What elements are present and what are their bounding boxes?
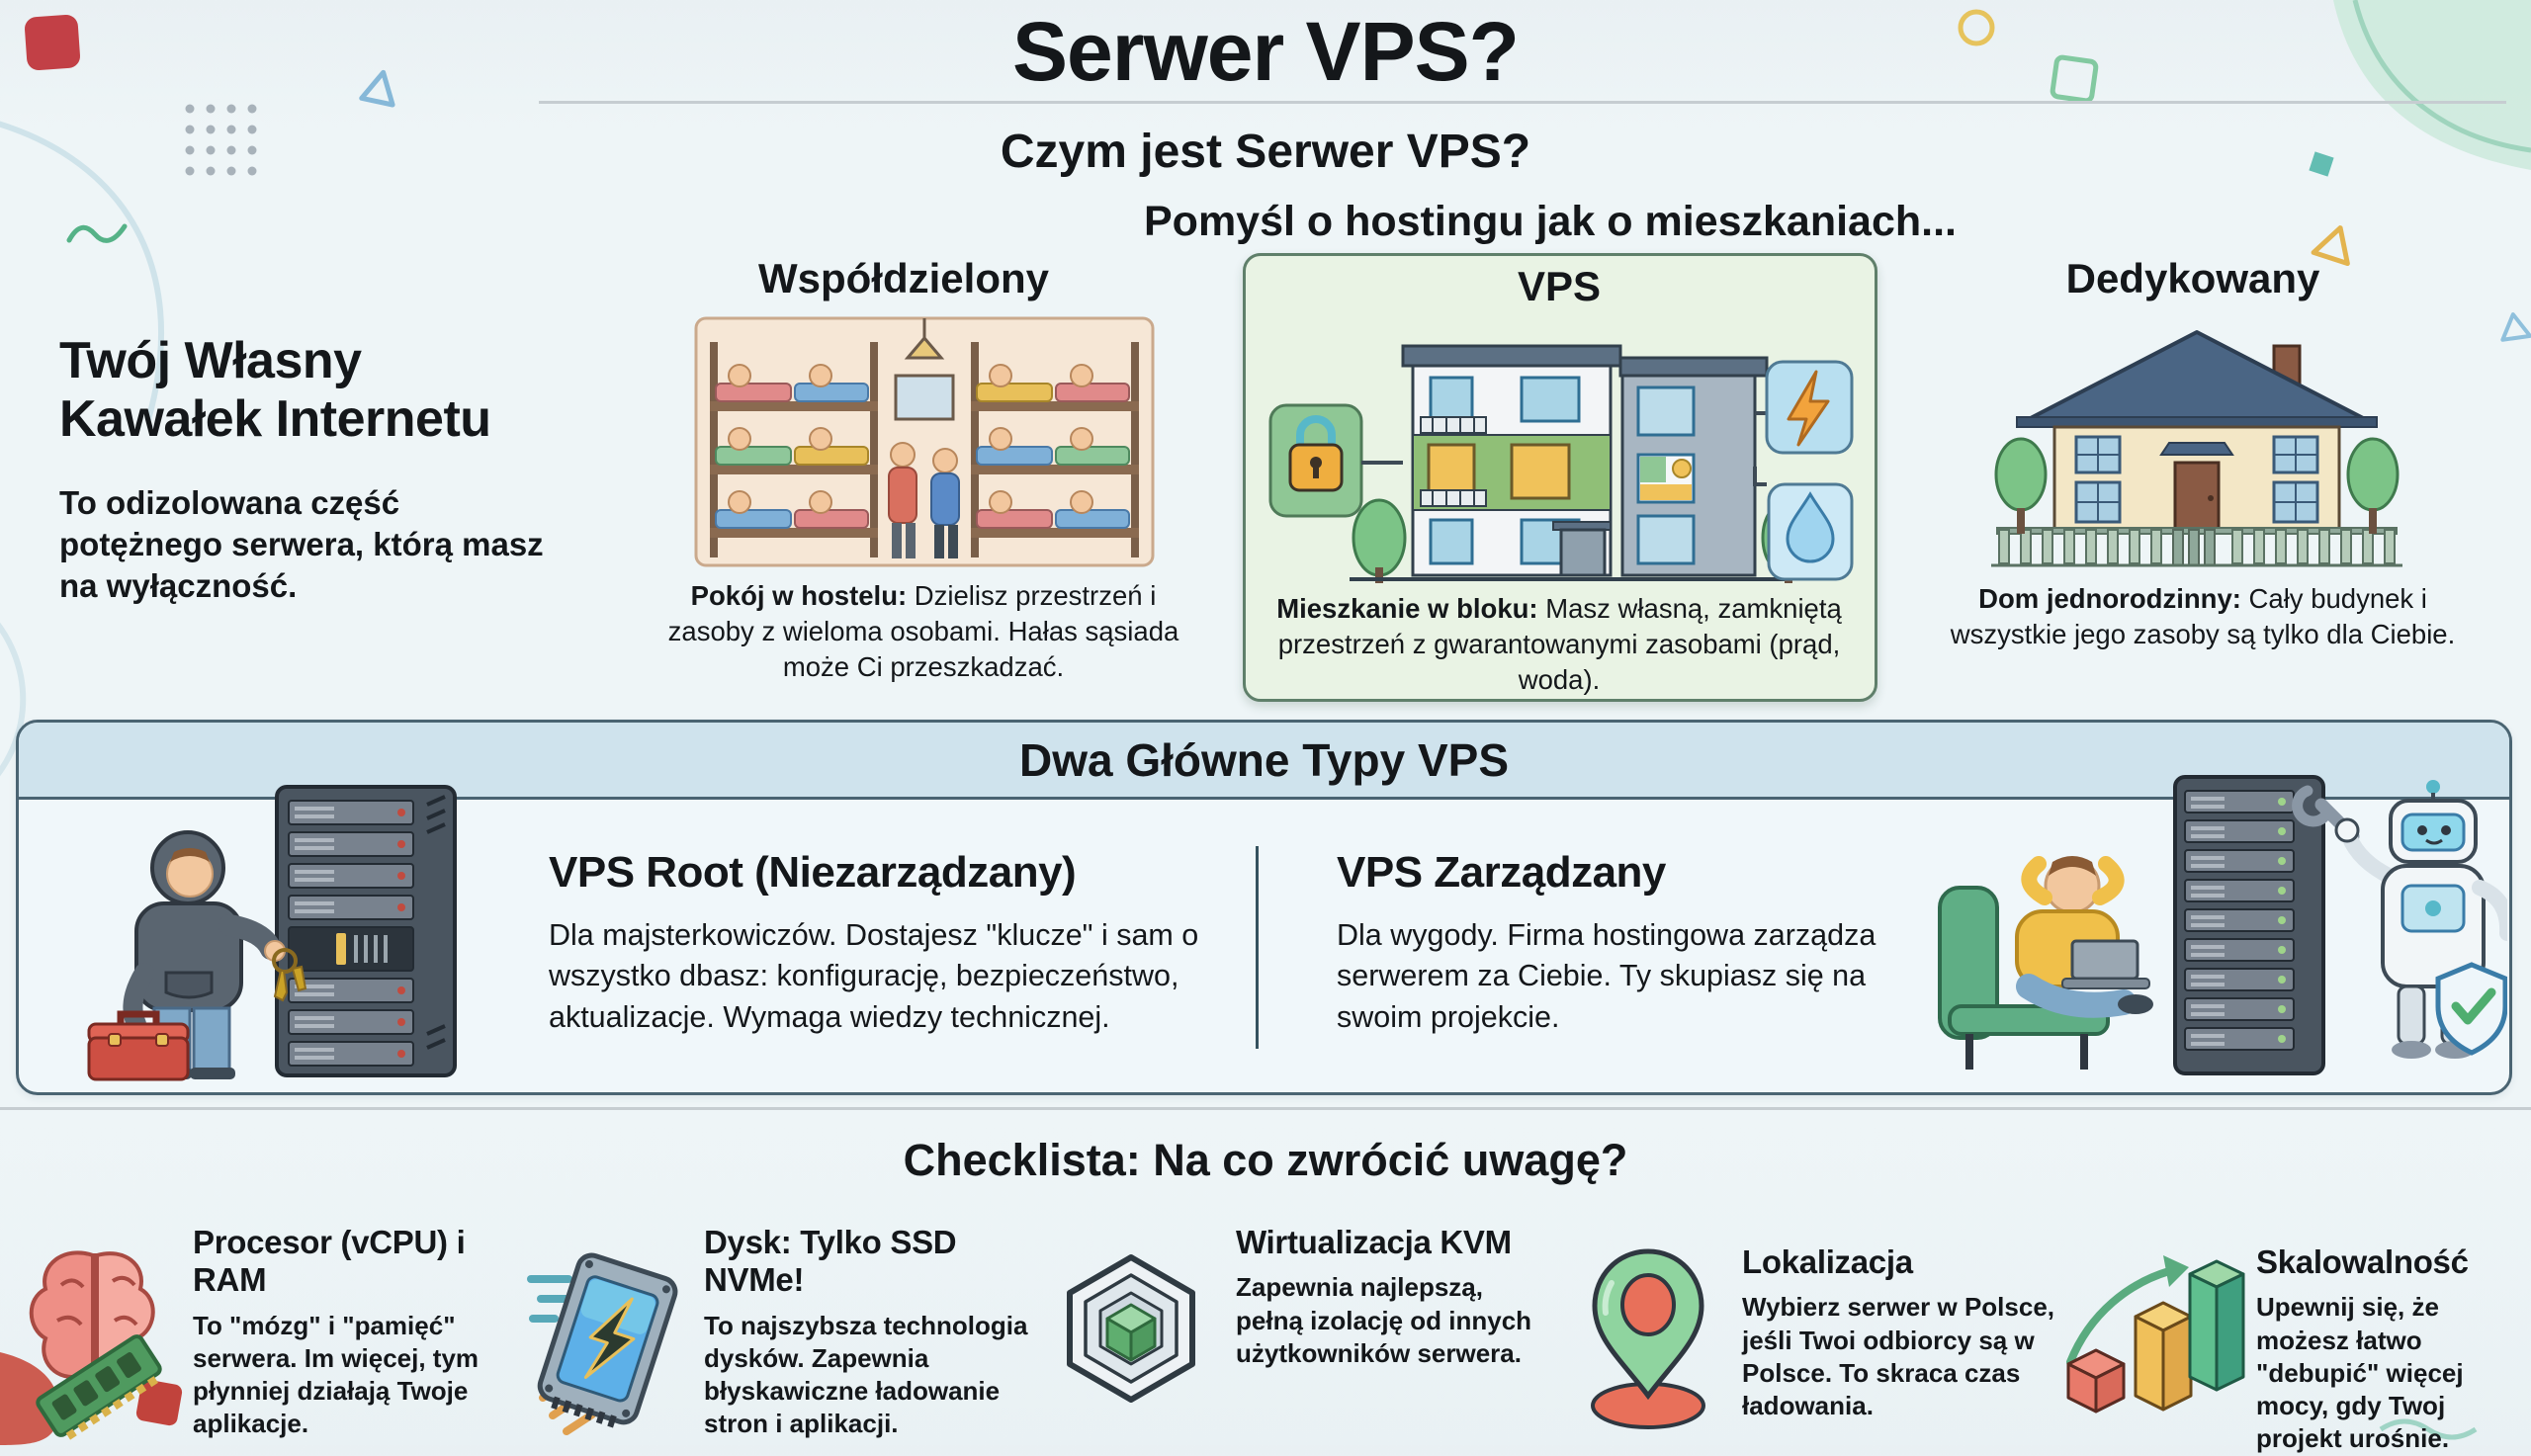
left-wave-decoration [0, 622, 27, 777]
bottomleft-red-blob-decoration [0, 1352, 59, 1445]
column-shared-label: Współdzielony [758, 255, 1049, 301]
topleft-curve-decoration [0, 121, 164, 421]
vps-root-body: Dla majsterkowiczów. Dostajesz "klucze" … [549, 918, 1199, 1034]
page-title: Serwer VPS? [1012, 5, 1520, 98]
intro-block: Twój Własny Kawałek Internetu To odizolo… [59, 332, 564, 607]
intro-body: To odizolowana część potężnego serwera, … [59, 483, 544, 604]
blue-triangle-decoration [359, 69, 395, 108]
vps-root-block: VPS Root (Niezarządzany) Dla majsterkowi… [549, 848, 1221, 1038]
column-vps-label: VPS [1517, 263, 1602, 309]
checklist-item-cpu-ram: Procesor (vCPU) i RAM To "mózg" i "pamię… [193, 1224, 489, 1441]
checklist-item-heading: Wirtualizacja KVM [1236, 1224, 1512, 1260]
small-teal-square-decoration [2309, 151, 2334, 177]
checklist-title: Checklista: Na co zwrócić uwagę? [903, 1135, 1628, 1185]
kvm-virtualization-icon [1067, 1254, 1195, 1403]
small-blue-triangle-decoration [2500, 312, 2531, 342]
green-square-decoration [2050, 54, 2099, 104]
checklist-item-location: Lokalizacja Wybierz serwer w Polsce, jeś… [1742, 1243, 2068, 1422]
checklist-item-scalability: Skalowalność Upewnij się, że możesz łatw… [2256, 1243, 2525, 1456]
checklist-item-body: Zapewnia najlepszą, pełną izolację od in… [1236, 1272, 1532, 1368]
hooded-admin-server-illustration [87, 785, 457, 1081]
apartment-building-illustration [1268, 344, 1854, 583]
bottomright-wave-decoration [2379, 1418, 2478, 1440]
page-subtitle: Czym jest Serwer VPS? [1000, 126, 1531, 178]
section-divider [0, 1107, 2531, 1110]
yellow-triangle-decoration [2311, 225, 2350, 267]
yellow-circle-decoration [1958, 9, 1995, 46]
types-vertical-divider [1256, 846, 1259, 1049]
checklist-item-kvm: Wirtualizacja KVM Zapewnia najlepszą, pe… [1236, 1224, 1542, 1370]
relaxed-user-robot-illustration [1938, 775, 2507, 1075]
checklist-item-body: Wybierz serwer w Polsce, jeśli Twoi odbi… [1742, 1292, 2054, 1421]
dot-grid-decoration [185, 104, 257, 176]
green-squiggle-decoration [66, 223, 128, 243]
scaling-cubes-icon [2066, 1255, 2245, 1413]
vps-root-heading: VPS Root (Niezarządzany) [549, 848, 1077, 897]
column-dedicated-caption: Dom jednorodzinny: Cały budynek i wszyst… [1950, 583, 2456, 649]
checklist-item-body: To "mózg" i "pamięć" serwera. Im więcej,… [193, 1310, 480, 1439]
nvme-ssd-icon [527, 1252, 678, 1435]
column-vps-caption: Mieszkanie w bloku: Masz własną, zamknię… [1276, 593, 1842, 695]
checklist-item-heading: Lokalizacja [1742, 1243, 1913, 1280]
hostel-room-illustration [694, 316, 1155, 567]
checklist-item-heading: Skalowalność [2256, 1243, 2469, 1280]
column-dedicated-label: Dedykowany [2065, 255, 2320, 301]
checklist-item-heading: Procesor (vCPU) i RAM [193, 1224, 466, 1299]
brain-ram-icon [29, 1250, 162, 1440]
intro-heading: Twój Własny Kawałek Internetu [59, 332, 491, 448]
red-square-decoration [24, 14, 81, 71]
page-tagline: Pomyśl o hostingu jak o mieszkaniach... [1144, 198, 1957, 245]
column-shared-caption: Pokój w hostelu: Dzielisz przestrzeń i z… [667, 580, 1179, 682]
vps-managed-block: VPS Zarządzany Dla wygody. Firma hosting… [1337, 848, 1920, 1038]
location-pin-icon [1591, 1248, 1705, 1429]
checklist-item-disk: Dysk: Tylko SSD NVMe! To najszybsza tech… [704, 1224, 1030, 1441]
checklist-item-heading: Dysk: Tylko SSD NVMe! [704, 1224, 957, 1299]
checklist-item-body: Upewnij się, że możesz łatwo "debupić" w… [2256, 1292, 2464, 1454]
vps-managed-body: Dla wygody. Firma hostingowa zarządza se… [1337, 918, 1876, 1034]
vps-managed-heading: VPS Zarządzany [1337, 848, 1666, 897]
title-divider [539, 101, 2506, 104]
teal-blob-decoration [2333, 0, 2531, 170]
teal-blob-line-decoration [2352, 0, 2531, 153]
family-house-illustration [1991, 330, 2402, 567]
vps-types-title: Dwa Główne Typy VPS [1018, 733, 1510, 786]
checklist-item-body: To najszybsza technologia dysków. Zapewn… [704, 1310, 1028, 1439]
small-red-square-decoration [135, 1379, 183, 1426]
